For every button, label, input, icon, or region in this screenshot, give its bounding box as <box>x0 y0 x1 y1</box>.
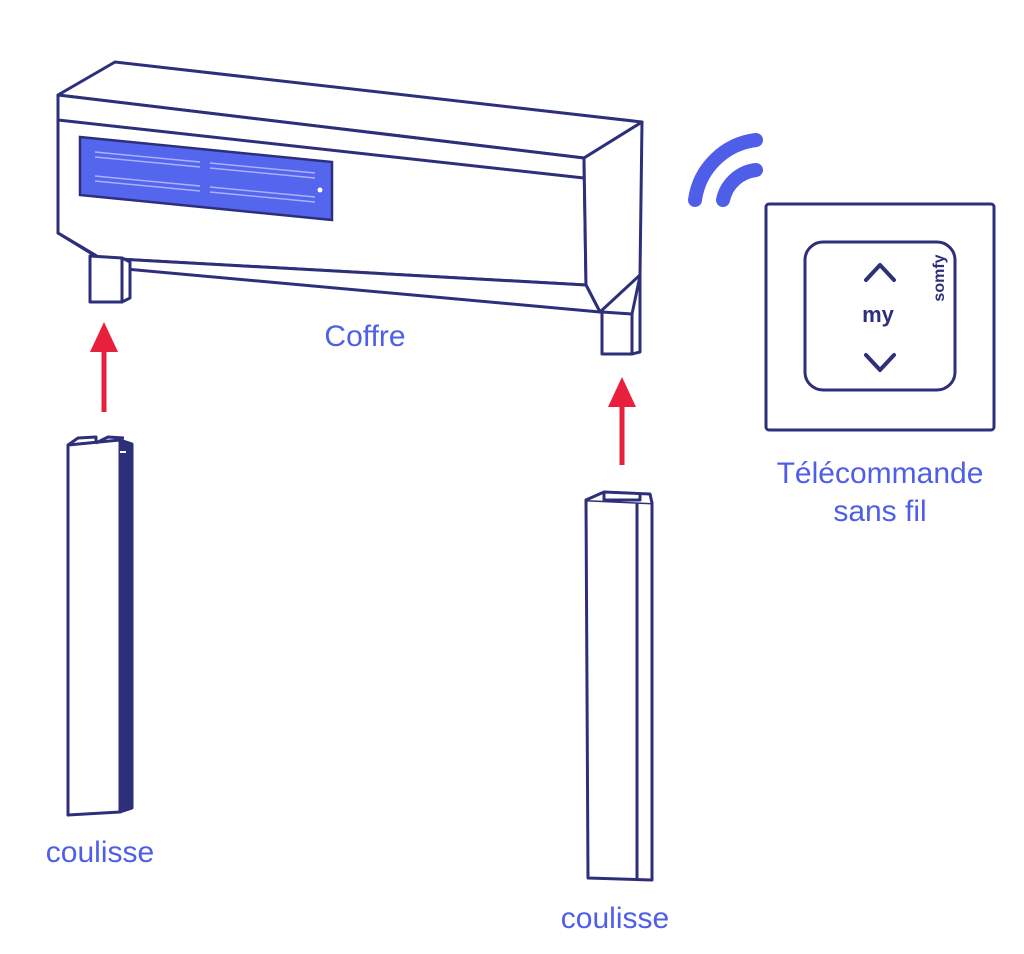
remote-label-line1: Télécommande <box>776 457 984 490</box>
coffre-label: Coffre <box>324 320 406 353</box>
remote-my-button[interactable]: my <box>862 302 895 327</box>
remote-label-line2: sans fil <box>833 495 927 528</box>
wifi-signal-icon <box>688 133 763 207</box>
coulisse-right-label: coulisse <box>560 902 670 935</box>
remote-brand-logo: somfy <box>931 254 948 301</box>
arrow-right-up <box>608 377 636 465</box>
coulisse-left-label: coulisse <box>45 836 155 869</box>
coulisse-left-rail <box>66 435 134 817</box>
remote-label: Télécommande sans fil <box>740 455 1020 531</box>
coulisse-right-rail <box>584 490 654 882</box>
arrow-left-up <box>90 322 118 412</box>
coffre-grille-panel <box>78 135 334 222</box>
down-arrow-icon[interactable] <box>864 353 896 372</box>
coffre-leg-right <box>600 274 642 356</box>
coffre-leg-left <box>88 254 132 304</box>
up-arrow-icon[interactable] <box>864 263 896 282</box>
remote-control: my somfy <box>764 202 996 432</box>
